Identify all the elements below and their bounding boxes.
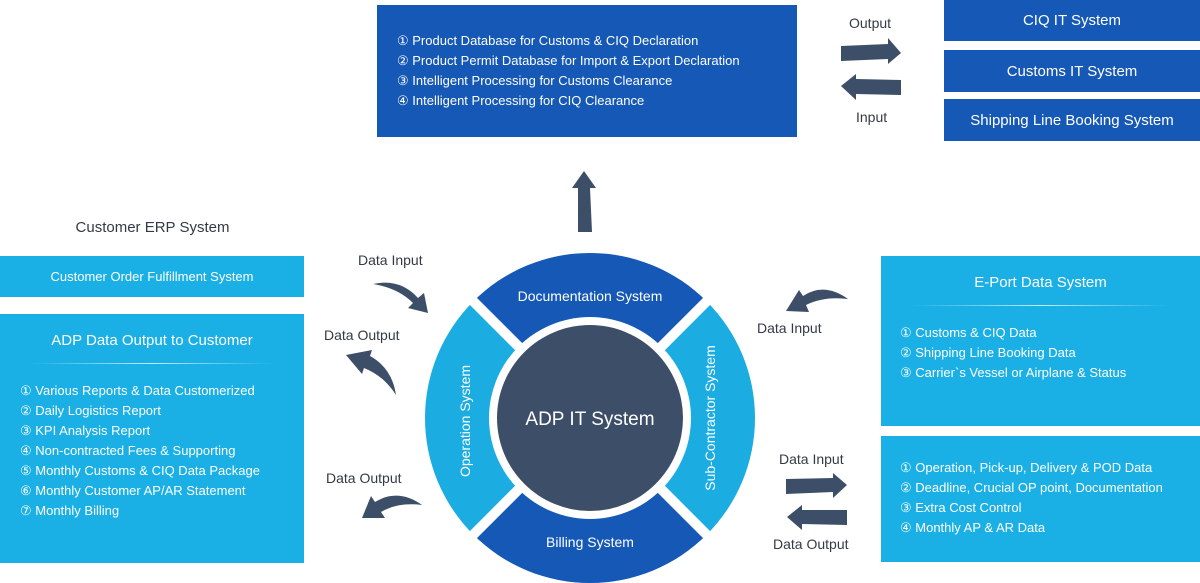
- ring-segment-billing: [425, 418, 755, 583]
- ring-segment-subcontractor: [590, 253, 755, 583]
- database-item: ④ Intelligent Processing for CIQ Clearan…: [397, 93, 645, 108]
- database-item: ③ Intelligent Processing for Customs Cle…: [397, 73, 673, 88]
- sub-data-output-arrow-icon: [787, 505, 847, 530]
- sub-data-input-arrow-icon: [786, 473, 847, 498]
- subcontractor-item: ④ Monthly AP & AR Data: [900, 520, 1046, 535]
- adp-output-item: ⑥ Monthly Customer AP/AR Statement: [20, 483, 246, 498]
- divider: [911, 305, 1170, 306]
- left-data-output-label-1: Data Output: [324, 327, 400, 343]
- data-input-curved-arrow-icon: [373, 282, 428, 313]
- adp-output-item: ① Various Reports & Data Customerized: [20, 383, 255, 398]
- output-arrow-right-icon: [841, 38, 901, 64]
- database-item: ① Product Database for Customs & CIQ Dec…: [397, 33, 699, 48]
- ring-segment-documentation: [425, 253, 755, 418]
- eport-item: ③ Carrier`s Vessel or Airplane & Status: [900, 365, 1127, 380]
- left-data-input-label: Data Input: [358, 252, 423, 268]
- subcontractor-item: ③ Extra Cost Control: [900, 500, 1022, 515]
- input-arrow-left-icon: [841, 74, 901, 100]
- customer-order-fulfillment-box: Customer Order Fulfillment System: [0, 256, 304, 297]
- up-arrow-icon: [572, 171, 596, 232]
- billing-system-label: Billing System: [546, 534, 634, 550]
- sub-data-output-label: Data Output: [773, 536, 849, 552]
- adp-output-item: ② Daily Logistics Report: [20, 403, 161, 418]
- shipping-line-booking-box: Shipping Line Booking System: [944, 99, 1200, 141]
- operation-system-label: Operation System: [457, 365, 473, 477]
- left-data-output-label-2: Data Output: [326, 470, 402, 486]
- product-database-box: ① Product Database for Customs & CIQ Dec…: [377, 5, 797, 137]
- data-output-curved-arrow-icon: [346, 350, 396, 395]
- eport-data-input-curved-arrow-icon: [786, 289, 848, 312]
- adp-output-item: ⑦ Monthly Billing: [20, 503, 120, 518]
- documentation-system-label: Documentation System: [518, 288, 663, 304]
- input-label: Input: [856, 109, 888, 125]
- subcontractor-system-label: Sub-Contractor System: [702, 345, 718, 491]
- data-output-curved-arrow-2-icon: [362, 495, 422, 518]
- eport-item: ① Customs & CIQ Data: [900, 325, 1037, 340]
- eport-item: ② Shipping Line Booking Data: [900, 345, 1076, 360]
- customs-it-system-box: Customs IT System: [944, 50, 1200, 92]
- output-label: Output: [849, 15, 892, 31]
- center-circle: [497, 325, 683, 511]
- adp-output-item: ④ Non-contracted Fees & Supporting: [20, 443, 236, 458]
- eport-data-system-box: E-Port Data System ① Customs & CIQ Data …: [881, 256, 1200, 426]
- ciq-it-system-box: CIQ IT System: [944, 0, 1200, 41]
- database-item: ② Product Permit Database for Import & E…: [397, 53, 740, 68]
- divider: [30, 363, 274, 364]
- adp-output-item: ⑤ Monthly Customs & CIQ Data Package: [20, 463, 260, 478]
- subcontractor-item: ② Deadline, Crucial OP point, Documentat…: [900, 480, 1163, 495]
- sub-data-input-label: Data Input: [779, 451, 844, 467]
- ring-segment-operation: [425, 253, 590, 583]
- adp-output-title: ADP Data Output to Customer: [51, 332, 253, 349]
- eport-data-input-label: Data Input: [757, 320, 822, 336]
- eport-title: E-Port Data System: [974, 274, 1107, 291]
- subcontractor-data-box: ① Operation, Pick-up, Delivery & POD Dat…: [881, 436, 1200, 562]
- center-label: ADP IT System: [525, 409, 654, 430]
- adp-output-box: ADP Data Output to Customer ① Various Re…: [0, 314, 304, 563]
- customer-erp-title: Customer ERP System: [75, 219, 230, 236]
- subcontractor-item: ① Operation, Pick-up, Delivery & POD Dat…: [900, 460, 1153, 475]
- adp-output-item: ③ KPI Analysis Report: [20, 423, 151, 438]
